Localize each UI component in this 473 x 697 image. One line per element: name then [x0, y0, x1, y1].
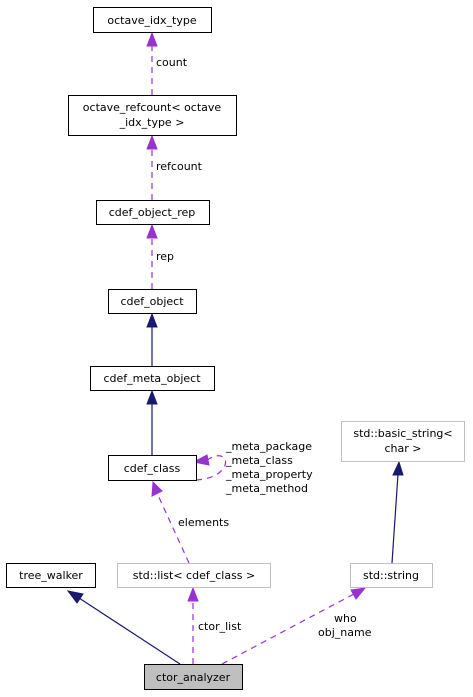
node-std-list-label: std::list< cdef_class >	[133, 569, 256, 582]
edge-self-loop	[195, 455, 227, 481]
edge-inherit-cdef-class-arrowhead	[146, 389, 158, 405]
node-cdef-meta-object-label: cdef_meta_object	[103, 372, 201, 385]
node-octave-refcount-label-line1: octave_refcount< octave	[83, 101, 222, 114]
edge-elements	[156, 492, 190, 564]
edge-who-obj-name-arrowhead	[350, 587, 367, 600]
label-count: count	[156, 56, 188, 69]
node-tree-walker[interactable]: tree_walker	[6, 563, 96, 588]
node-cdef-meta-object[interactable]: cdef_meta_object	[90, 366, 215, 391]
edge-elements-arrowhead	[151, 480, 163, 497]
edge-ctor-list-arrowhead	[187, 586, 199, 602]
node-cdef-object-rep[interactable]: cdef_object_rep	[96, 200, 210, 225]
node-cdef-object-rep-label: cdef_object_rep	[109, 206, 196, 219]
edge-rep-arrowhead	[146, 223, 158, 239]
edge-self-loop-arrowhead	[192, 454, 210, 466]
edge-refcount-arrowhead	[146, 134, 158, 150]
label-obj-name: obj_name	[318, 626, 372, 639]
edge-count-arrowhead	[146, 31, 158, 47]
label-rep: rep	[156, 250, 174, 263]
node-cdef-object-label: cdef_object	[120, 295, 184, 308]
node-cdef-class[interactable]: cdef_class	[108, 455, 197, 481]
node-ctor-analyzer[interactable]: ctor_analyzer	[144, 664, 243, 690]
label-refcount: refcount	[156, 160, 203, 173]
node-std-list[interactable]: std::list< cdef_class >	[117, 563, 271, 588]
label-elements: elements	[178, 516, 229, 529]
node-std-basic-string[interactable]: std::basic_string< char >	[341, 421, 465, 462]
node-octave-idx-type-label: octave_idx_type	[107, 14, 196, 27]
node-std-basic-string-label-line2: char >	[385, 442, 422, 455]
node-ctor-analyzer-label: ctor_analyzer	[156, 671, 231, 684]
node-octave-idx-type[interactable]: octave_idx_type	[93, 7, 212, 33]
node-tree-walker-label: tree_walker	[19, 569, 83, 582]
edge-inherit-string-arrowhead	[392, 460, 404, 476]
label-meta-class: _meta_class	[225, 454, 293, 467]
node-std-string-label: std::string	[363, 569, 419, 582]
node-cdef-class-label: cdef_class	[124, 462, 181, 475]
edge-who-obj-name	[221, 593, 355, 665]
edge-inherit-string	[391, 473, 399, 564]
node-cdef-object[interactable]: cdef_object	[108, 289, 197, 314]
node-octave-refcount[interactable]: octave_refcount< octave _idx_type >	[68, 95, 237, 136]
label-meta-property: _meta_property	[225, 468, 313, 481]
label-meta-method: _meta_method	[225, 482, 308, 495]
node-octave-refcount-label-line2: _idx_type >	[119, 116, 185, 129]
node-std-string[interactable]: std::string	[350, 563, 433, 588]
edge-inherit-tree-walker	[78, 597, 181, 665]
edge-inherit-meta-object-arrowhead	[146, 312, 158, 328]
label-ctor-list: ctor_list	[198, 620, 242, 633]
edge-inherit-tree-walker-arrowhead	[66, 590, 84, 604]
label-meta-package: _meta_package	[225, 440, 312, 453]
node-std-basic-string-label-line1: std::basic_string<	[353, 427, 452, 440]
label-who: who	[334, 612, 357, 625]
